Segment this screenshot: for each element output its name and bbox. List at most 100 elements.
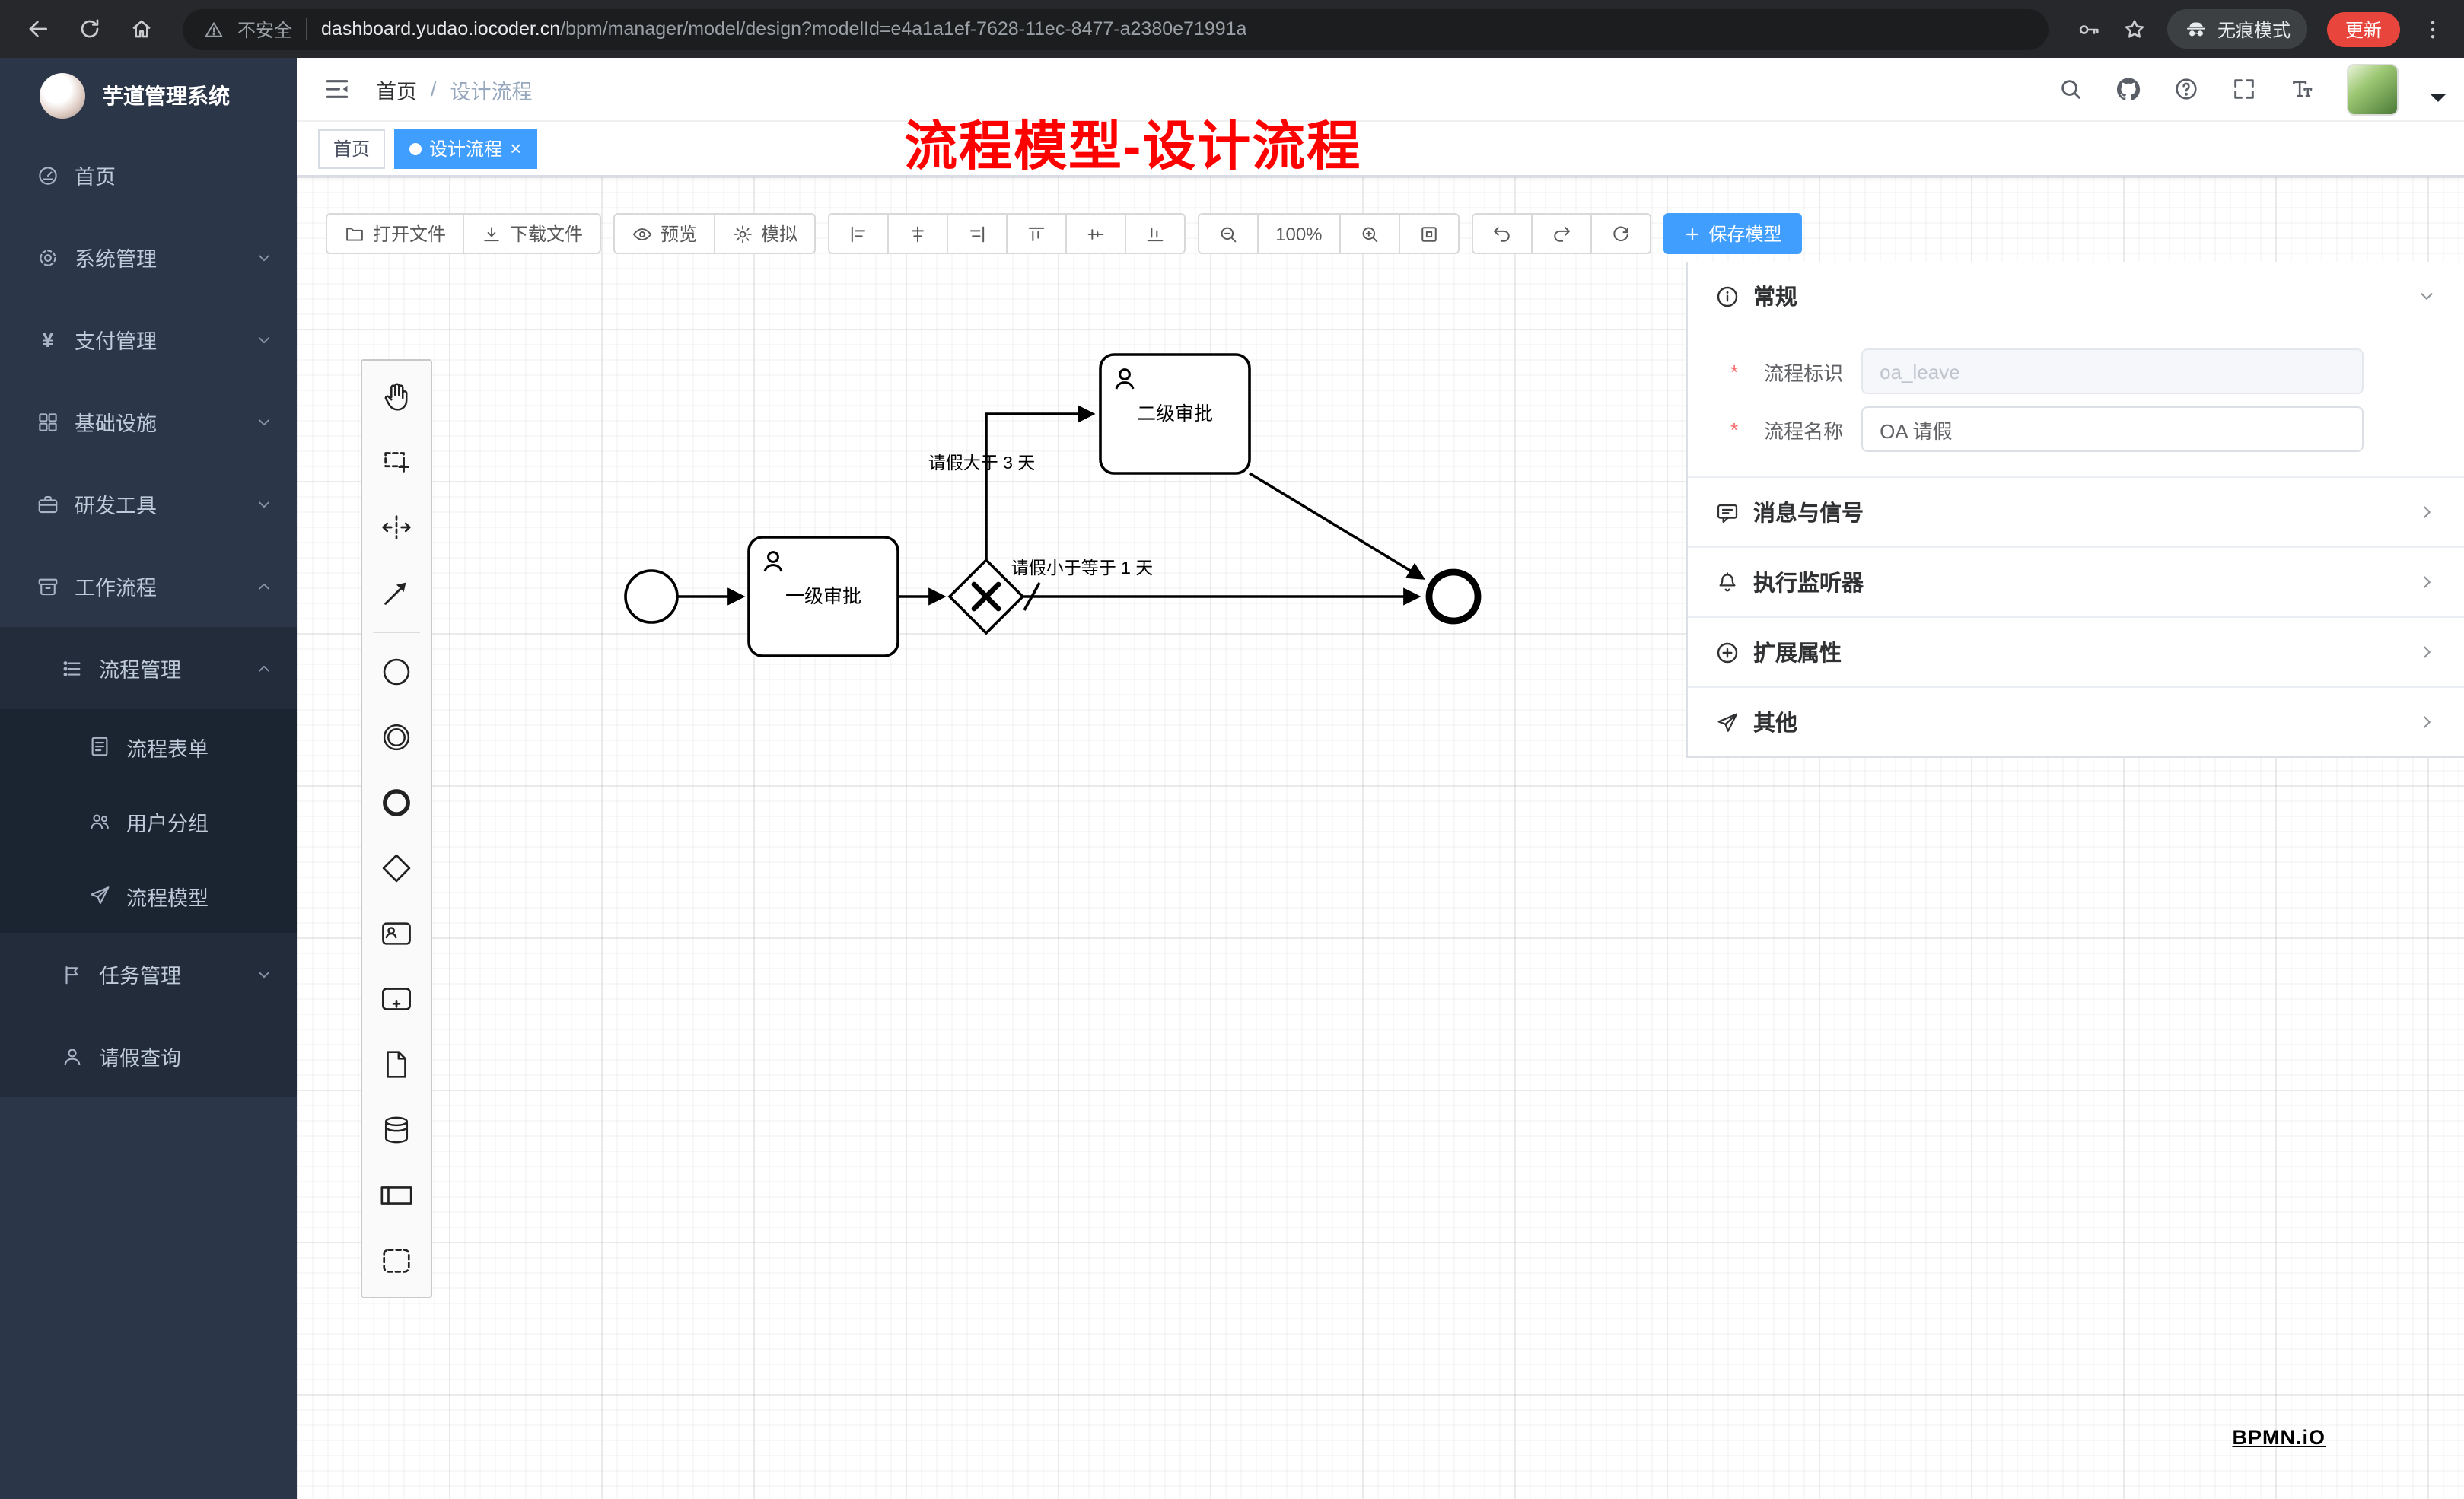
create-intermediate-event[interactable]	[362, 705, 431, 770]
section-header-message-signal[interactable]: 消息与信号	[1688, 478, 2464, 546]
zoom-in-button[interactable]	[1339, 213, 1400, 254]
process-management-submenu: 流程表单 用户分组 流程模型	[0, 709, 297, 933]
menu-label: 任务管理	[99, 959, 181, 989]
github-icon[interactable]	[2115, 76, 2141, 102]
user-task-first-approval[interactable]: 一级审批	[749, 537, 898, 656]
section-header-general[interactable]: 常规	[1688, 262, 2464, 330]
sidebar-item-process-model[interactable]: 流程模型	[0, 858, 297, 933]
chevron-down-icon	[256, 495, 272, 512]
bpmn-canvas[interactable]: 打开文件 下载文件 预览 模拟	[297, 177, 2464, 1499]
user-avatar[interactable]	[2347, 63, 2399, 115]
simulate-button[interactable]: 模拟	[714, 213, 816, 254]
info-icon	[1715, 284, 1740, 308]
close-icon[interactable]: ×	[510, 138, 521, 158]
chevron-down-icon	[2417, 286, 2437, 306]
bpmn-io-watermark[interactable]: BPMN.iO	[2232, 1426, 2326, 1449]
help-icon[interactable]	[2173, 76, 2199, 102]
form-row-process-name: * 流程名称	[1688, 406, 2464, 452]
incognito-badge[interactable]: 无痕模式	[2167, 9, 2307, 49]
align-left-button[interactable]	[828, 213, 889, 254]
sidebar-item-system-management[interactable]: 系统管理	[0, 216, 297, 298]
create-data-store[interactable]	[362, 1097, 431, 1163]
sidebar-item-process-form[interactable]: 流程表单	[0, 709, 297, 784]
workflow-submenu: 流程管理 流程表单 用户分组 流程模型	[0, 627, 297, 1097]
sidebar-item-dev-tools[interactable]: 研发工具	[0, 463, 297, 545]
lasso-tool[interactable]	[362, 429, 431, 495]
space-tool[interactable]	[362, 495, 431, 560]
zoom-out-button[interactable]	[1198, 213, 1259, 254]
align-right-button[interactable]	[947, 213, 1008, 254]
create-data-object[interactable]	[362, 1032, 431, 1097]
user-task-second-approval[interactable]: 二级审批	[1100, 355, 1250, 473]
section-header-execution-listener[interactable]: 执行监听器	[1688, 548, 2464, 616]
app-logo[interactable]: 芋道管理系统	[0, 58, 297, 134]
sidebar-item-workflow[interactable]: 工作流程	[0, 545, 297, 627]
zoom-level-button[interactable]: 100%	[1257, 213, 1340, 254]
process-key-input[interactable]	[1861, 348, 2364, 394]
end-event[interactable]	[1429, 572, 1478, 621]
open-file-button[interactable]: 打开文件	[326, 213, 464, 254]
fullscreen-icon[interactable]	[2231, 76, 2257, 102]
section-header-other[interactable]: 其他	[1688, 688, 2464, 756]
required-marker: *	[1730, 360, 1738, 383]
password-key-icon[interactable]	[2076, 16, 2102, 42]
browser-refresh-button[interactable]	[70, 9, 110, 49]
create-subprocess[interactable]	[362, 966, 431, 1032]
flow-condition-label-gt3[interactable]: 请假大于 3 天	[928, 453, 1036, 473]
search-icon[interactable]	[2058, 76, 2084, 102]
users-icon	[88, 810, 111, 832]
download-file-button[interactable]: 下载文件	[463, 213, 601, 254]
section-title: 其他	[1753, 706, 1797, 738]
bookmark-star-icon[interactable]	[2122, 16, 2147, 42]
tab-design-process[interactable]: 设计流程 ×	[394, 129, 536, 168]
global-connect-tool[interactable]	[362, 560, 431, 625]
align-button-group	[828, 213, 1186, 254]
archive-box-icon	[37, 574, 59, 597]
breadcrumb-separator: /	[431, 78, 437, 100]
process-name-input[interactable]	[1861, 406, 2364, 452]
sidebar-item-infrastructure[interactable]: 基础设施	[0, 380, 297, 463]
active-tab-dot	[409, 142, 422, 154]
create-user-task[interactable]	[362, 901, 431, 966]
browser-menu-icon[interactable]	[2420, 16, 2446, 42]
undo-button[interactable]	[1472, 213, 1533, 254]
font-size-icon[interactable]	[2289, 76, 2315, 102]
preview-button[interactable]: 预览	[613, 213, 715, 254]
create-end-event[interactable]	[362, 770, 431, 835]
start-event[interactable]	[626, 571, 677, 622]
browser-update-button[interactable]: 更新	[2327, 11, 2400, 46]
restart-button[interactable]	[1590, 213, 1651, 254]
create-start-event[interactable]	[362, 639, 431, 705]
save-model-button[interactable]: 保存模型	[1663, 213, 1802, 254]
hand-tool[interactable]	[362, 364, 431, 429]
flow-condition-label-le1[interactable]: 请假小于等于 1 天	[1011, 558, 1154, 578]
page-url: dashboard.yudao.iocoder.cn/bpm/manager/m…	[321, 18, 1246, 40]
sidebar-item-user-group[interactable]: 用户分组	[0, 784, 297, 858]
sidebar-item-payment-management[interactable]: ¥ 支付管理	[0, 298, 297, 380]
redo-button[interactable]	[1531, 213, 1592, 254]
caret-down-icon[interactable]	[2431, 94, 2446, 109]
address-bar[interactable]: 不安全 dashboard.yudao.iocoder.cn/bpm/manag…	[183, 8, 2049, 49]
section-header-extended-properties[interactable]: 扩展属性	[1688, 618, 2464, 686]
zoom-reset-button[interactable]	[1399, 213, 1460, 254]
align-bottom-button[interactable]	[1125, 213, 1186, 254]
browser-home-button[interactable]	[122, 9, 161, 49]
create-participant[interactable]	[362, 1163, 431, 1228]
sidebar-item-home[interactable]: 首页	[0, 134, 297, 216]
browser-back-button[interactable]	[18, 9, 58, 49]
flag-icon	[61, 963, 84, 985]
align-middle-button[interactable]	[1065, 213, 1126, 254]
sidebar-item-task-management[interactable]: 任务管理	[0, 933, 297, 1015]
create-group[interactable]	[362, 1228, 431, 1294]
sidebar-item-leave-query[interactable]: 请假查询	[0, 1015, 297, 1097]
sidebar-item-process-management[interactable]: 流程管理	[0, 627, 297, 709]
tab-home[interactable]: 首页	[318, 129, 385, 168]
align-center-button[interactable]	[887, 213, 948, 254]
create-exclusive-gateway[interactable]	[362, 835, 431, 901]
align-top-button[interactable]	[1006, 213, 1067, 254]
menu-label: 基础设施	[75, 406, 157, 437]
breadcrumb-home[interactable]: 首页	[376, 74, 417, 104]
sidebar-fold-button[interactable]	[297, 75, 376, 103]
arrow-left-icon	[26, 17, 50, 41]
